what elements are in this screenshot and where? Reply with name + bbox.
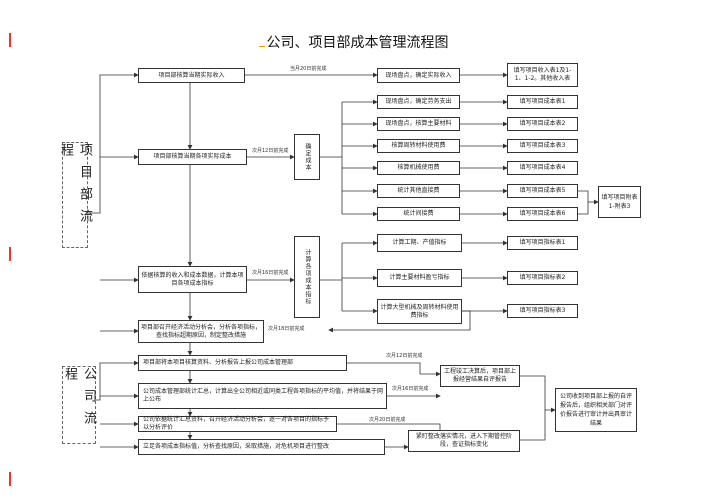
cost-table-5-box: 填写项目成本表5 (507, 184, 578, 198)
follow-up-rectification-box: 紧盯整改落实情况，进入下期管控阶段，查证指标变化 (408, 430, 520, 452)
deadline-note: 次月16日前完成 (252, 270, 289, 276)
deadline-note: 当月20日前完成 (290, 66, 327, 72)
margin-mark (9, 33, 11, 47)
cost-table-1-box: 填写项目成本表1 (507, 95, 578, 109)
machinery-cost-box: 核算机械使用费 (377, 161, 460, 175)
deadline-note: 次月20日前完成 (369, 417, 406, 423)
schedule-output-indicator-box: 计算工期、产值指标 (377, 234, 462, 252)
page-title: 公司、项目部成本管理流程图 (0, 32, 707, 52)
determine-cost-box: 确定成本 (294, 134, 320, 180)
labor-cost-box: 现场盘点，确定劳务支出 (377, 95, 460, 109)
fill-income-table-box: 填写项目收入表1及1-1、1-2。其他收入表 (507, 63, 578, 87)
turnover-material-box: 核算周转材料使用费 (377, 139, 460, 153)
cost-table-4-box: 填写项目成本表4 (507, 161, 578, 175)
company-analysis-box: 公司依据统计汇总资料，召开经济活动分析会，逐一对各项目的指标予以分析评价 (138, 416, 337, 432)
deadline-note: 次月18日前完成 (268, 326, 305, 332)
report-to-company-box: 项目部将本项目核算资料、分析报告上报公司成本管理部 (138, 355, 347, 371)
analysis-meeting-box: 项目部召开经济活动分析会，分析各项指标，查找指标超期原因，制定整改措施 (138, 320, 264, 343)
indicator-table-3-box: 填写项目指标表3 (507, 304, 578, 318)
machinery-indicator-box: 计算大型机械及周转材料使用费指标 (377, 299, 462, 324)
deadline-note: 次月16日前完成 (392, 386, 429, 392)
calc-actual-cost-box: 项目部核算当期各项实际成本 (138, 149, 247, 165)
indirect-cost-box: 统计间接费 (377, 207, 460, 221)
calc-actual-income-box: 项目部核算当期实际收入 (138, 68, 245, 83)
audit-result-box: 公司收到项目部上报的自评报告后，组织相关部门对评价报告进行审计并出具审计结果 (555, 388, 637, 432)
indicator-table-1-box: 填写项目指标表1 (507, 236, 578, 250)
cost-table-3-box: 填写项目成本表3 (507, 139, 578, 153)
indicator-table-2-box: 填写项目指标表2 (507, 271, 578, 285)
material-profit-indicator-box: 计算主要材料盈亏指标 (377, 269, 462, 287)
company-statistics-box: 公司成本管理部统计汇总，计算出全公司相近或同类工程各项指标的平均值，并将结果于网… (138, 383, 387, 409)
project-lane-label: 项目部流程 (58, 142, 92, 248)
appendix-table-box: 填写项目附表1-附表3 (598, 186, 641, 218)
margin-mark (9, 472, 11, 486)
cost-table-6-box: 填写项目成本表6 (507, 207, 578, 221)
calc-indicators-box: 计算各项成本指标 (294, 236, 320, 318)
material-cost-box: 现场盘点，核算主要材料 (377, 117, 460, 131)
margin-mark (9, 247, 11, 261)
other-direct-cost-box: 统计其他直接费 (377, 184, 460, 198)
self-evaluation-report-box: 工程竣工决算后，项目部上报经营结果自评报告 (440, 365, 520, 387)
company-lane-label: 公司流程 (62, 366, 96, 444)
deadline-note: 次月12日前完成 (252, 148, 289, 154)
site-inventory-income-box: 现场盘点，确定实际收入 (377, 68, 460, 83)
rectification-box: 立足各项成本指标值，分析查找原因，采取措施，对危机项目进行整改 (138, 439, 385, 455)
calc-cost-indicators-box: 依据核算的收入和成本数据，计算本项目各项成本指标 (138, 266, 247, 293)
deadline-note: 次月12日前完成 (386, 353, 423, 359)
cost-table-2-box: 填写项目成本表2 (507, 117, 578, 131)
